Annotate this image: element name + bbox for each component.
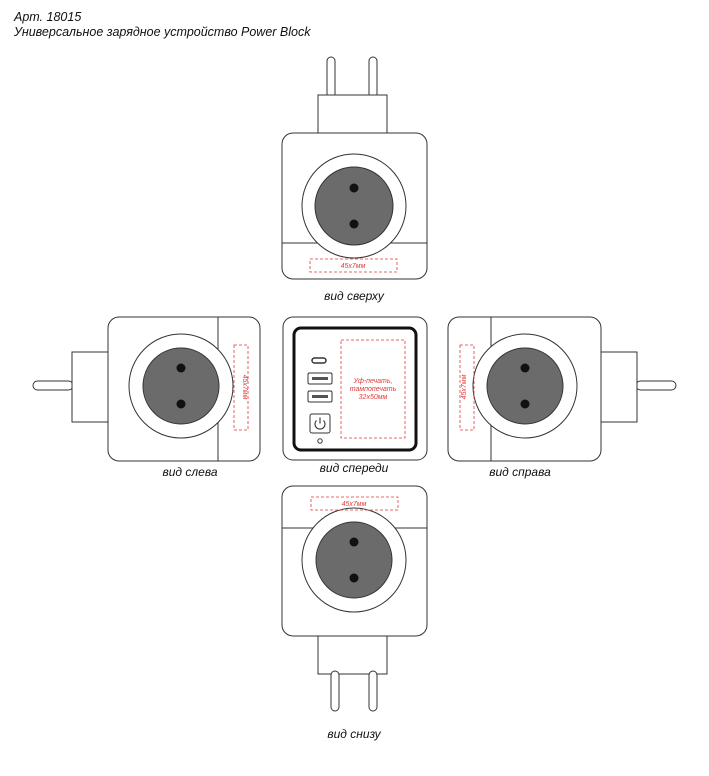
product-title: Универсальное зарядное устройство Power …	[14, 25, 311, 39]
plug-pins-icon	[32, 351, 110, 423]
plug-pins-icon	[599, 351, 677, 423]
socket-icon	[314, 166, 394, 246]
power-icon	[314, 417, 326, 430]
print-area-top-label: 45х7мм	[341, 263, 366, 270]
print-area-front-line1: Уф-печать,	[353, 378, 393, 385]
view-bottom: 45х7мм	[281, 485, 428, 712]
print-area-front	[340, 339, 406, 439]
print-area-left	[233, 344, 249, 431]
view-right: 45х7мм	[447, 316, 677, 462]
view-top: 45х7мм	[281, 56, 428, 280]
article-number: Арт. 18015	[14, 10, 82, 24]
print-area-left-label: 45х7мм	[241, 375, 248, 400]
print-area-front-line3: 32х50мм	[359, 394, 388, 401]
view-left: 45х7мм	[32, 316, 261, 462]
socket-icon	[486, 347, 564, 425]
socket-icon	[142, 347, 220, 425]
print-area-right	[459, 344, 475, 431]
plug-pins-icon	[317, 634, 388, 712]
plug-pins-icon	[317, 56, 388, 134]
caption-top-view: вид сверху	[324, 289, 384, 303]
print-area-front-line2: тампопечать	[350, 386, 397, 393]
caption-right-view: вид справа	[489, 465, 551, 479]
caption-left-view: вид слева	[162, 465, 218, 479]
view-front: Уф-печать, тампопечать 32х50мм	[282, 316, 428, 461]
caption-bottom-view: вид снизу	[327, 727, 381, 741]
socket-icon	[315, 521, 393, 599]
print-area-right-label: 45х7мм	[461, 374, 468, 399]
caption-front-view: вид спереди	[319, 461, 389, 475]
indicator-led-icon	[317, 438, 323, 444]
print-area-bottom-label: 45х7мм	[342, 501, 367, 508]
usb-c-port-icon	[311, 357, 327, 364]
